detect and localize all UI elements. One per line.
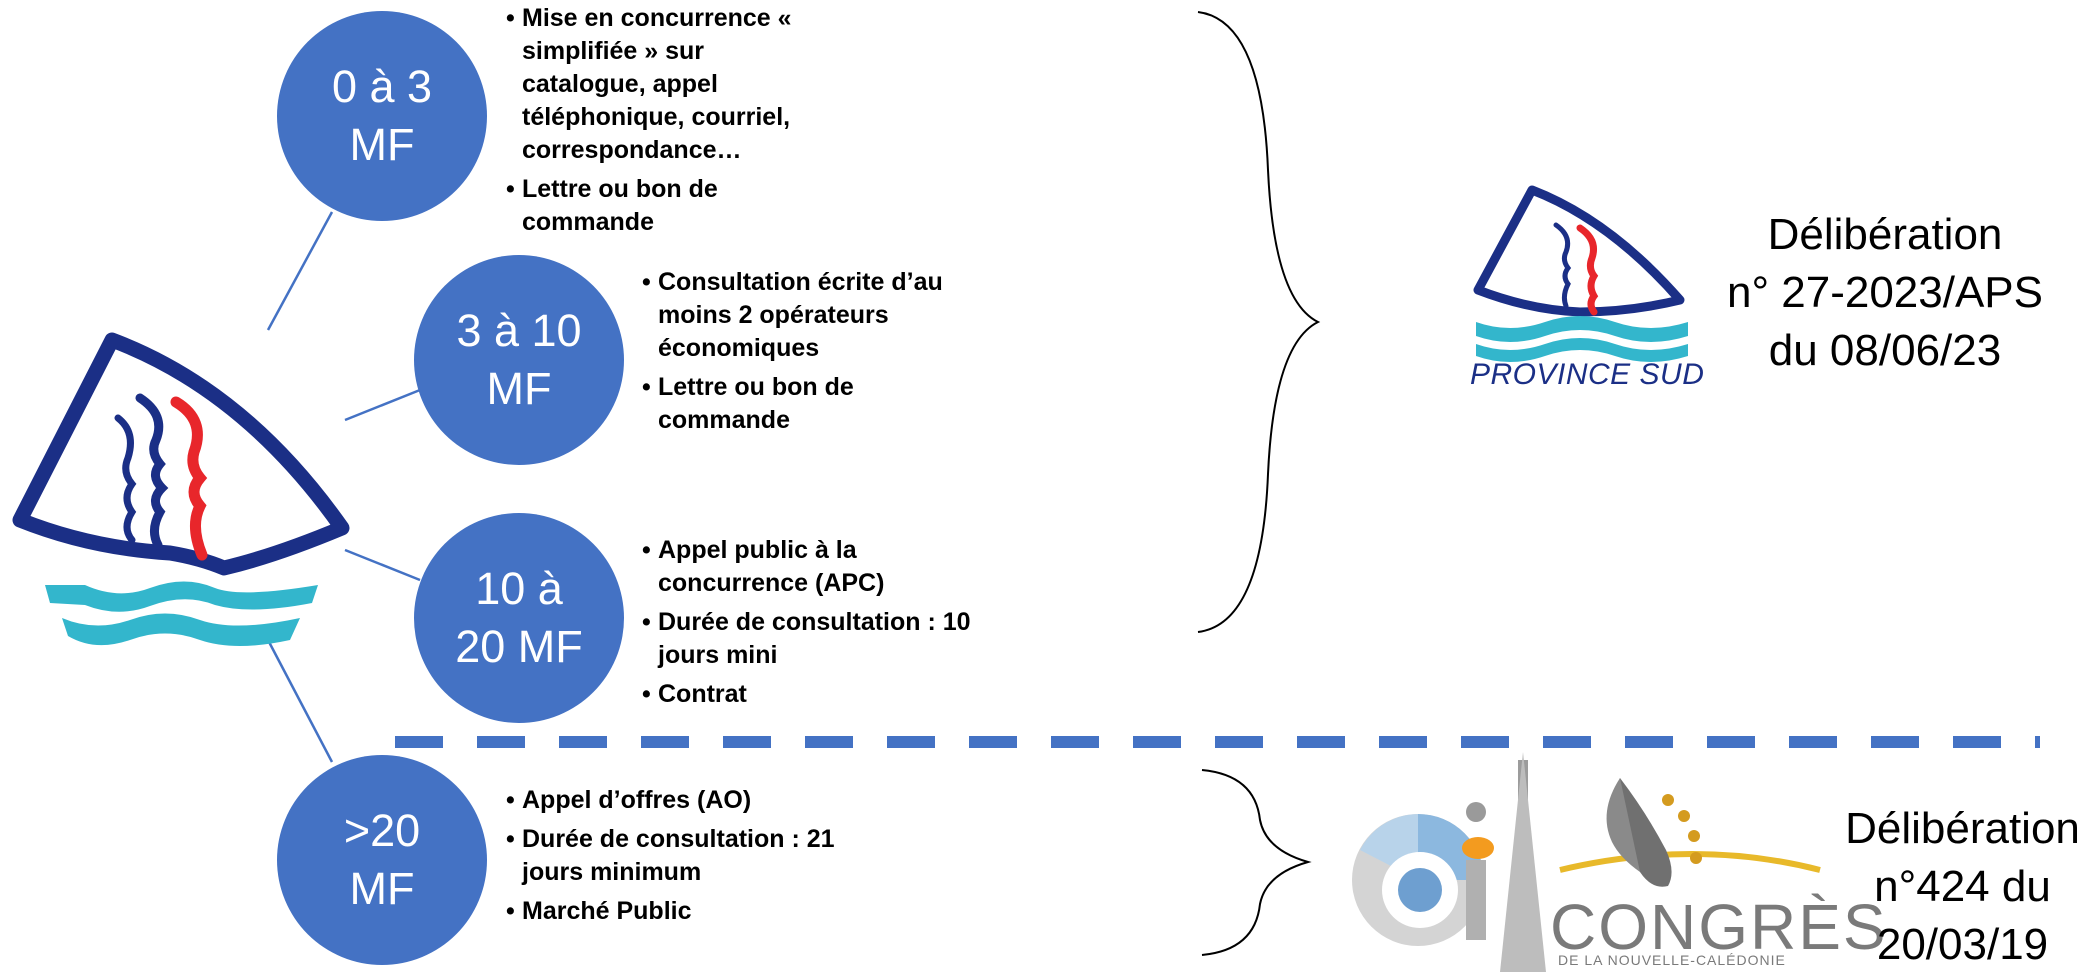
tier4-bullet-1: Appel d’offres (AO) [506, 784, 846, 817]
tier2-bullet-1: Consultation écrite d’au moins 2 opérate… [642, 266, 977, 365]
tier3-bullets: Appel public à la concurrence (APC) Duré… [642, 534, 977, 717]
connector-line-tier1 [266, 211, 334, 331]
tier-circle-over20mf: >20 MF [277, 755, 487, 965]
province-sud-logo-text: PROVINCE SUD [1470, 358, 1705, 391]
connector-line-tier4 [266, 639, 334, 763]
tier3-bullet-2: Durée de consultation : 10 jours mini [642, 606, 977, 672]
tier-circle-0-3mf: 0 à 3 MF [277, 11, 487, 221]
connector-line-tier2 [344, 388, 421, 422]
brace-province-sud [1197, 11, 1321, 633]
connector-line-tier3 [344, 548, 421, 582]
tier-circle-10-20mf: 10 à 20 MF [414, 513, 624, 723]
tier4-bullet-3: Marché Public [506, 895, 846, 928]
brace-congres [1201, 769, 1312, 956]
congres-deliberation: Délibération n°424 du 20/03/19 [1845, 804, 2080, 969]
tier-circle-3-10mf: 3 à 10 MF [414, 255, 624, 465]
tier1-bullet-2: Lettre ou bon de commande [506, 173, 806, 239]
tier1-bullets: Mise en concurrence « simplifiée » sur c… [506, 2, 806, 245]
congres-logo-word: CONGRÈS [1550, 891, 1888, 963]
tier4-bullet-2: Durée de consultation : 21 jours minimum [506, 823, 846, 889]
congres-logo [1352, 752, 1821, 972]
tier1-bullet-1: Mise en concurrence « simplifiée » sur c… [506, 2, 806, 167]
congres-logo-subtitle: DE LA NOUVELLE-CALÉDONIE [1558, 952, 1786, 968]
tier2-bullet-2: Lettre ou bon de commande [642, 371, 977, 437]
province-sud-deliberation: Délibération n° 27-2023/APS du 08/06/23 [1726, 210, 2044, 375]
tier4-bullets: Appel d’offres (AO) Durée de consultatio… [506, 784, 846, 934]
tier2-bullets: Consultation écrite d’au moins 2 opérate… [642, 266, 977, 443]
tier3-bullet-1: Appel public à la concurrence (APC) [642, 534, 977, 600]
province-sud-logo-large [12, 332, 350, 646]
tier3-bullet-3: Contrat [642, 678, 977, 711]
province-sud-logo-small [1473, 185, 1688, 362]
